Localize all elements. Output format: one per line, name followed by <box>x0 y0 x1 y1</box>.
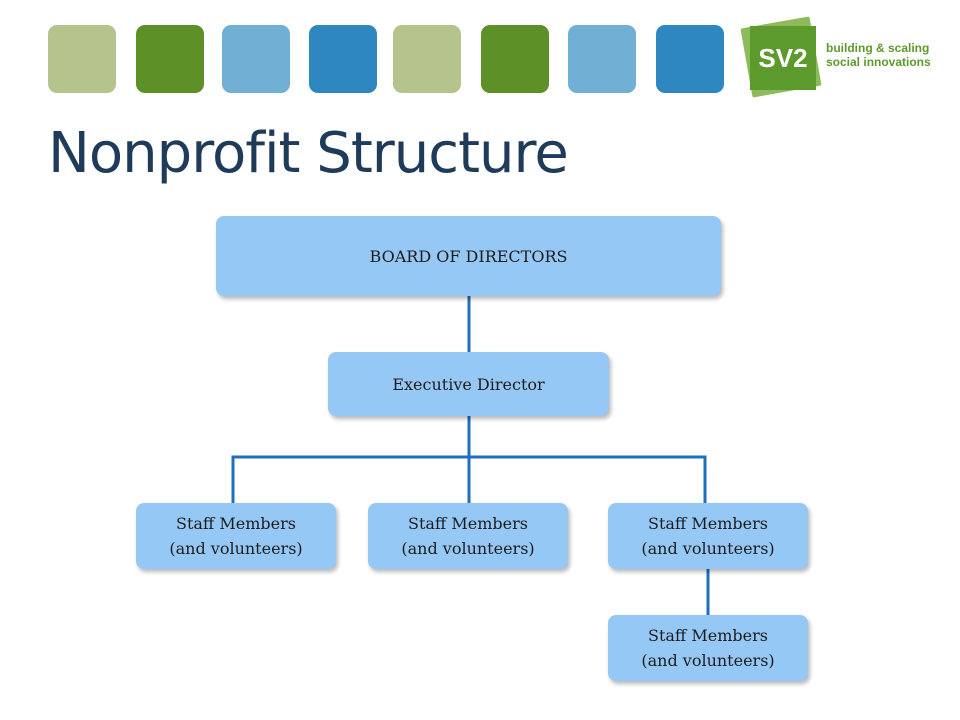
board-of-directors-box: BOARD OF DIRECTORS <box>216 216 721 296</box>
decorative-tile <box>222 25 290 93</box>
staff-volunteers-label: (and volunteers) <box>169 539 303 558</box>
staff-members-box-1: Staff Members (and volunteers) <box>136 503 336 569</box>
logo-tagline-line1: building & scaling <box>826 41 930 55</box>
decorative-tile <box>568 25 636 93</box>
staff-members-box-4: Staff Members (and volunteers) <box>608 615 808 681</box>
sv2-logo: SV2 building & scaling social innovation… <box>740 16 950 98</box>
staff-members-label: Staff Members <box>648 626 768 645</box>
staff-members-label: Staff Members <box>408 514 528 533</box>
logo-mark: SV2 <box>750 26 816 90</box>
decorative-tile <box>136 25 204 93</box>
staff-members-box-2: Staff Members (and volunteers) <box>368 503 568 569</box>
staff-members-label: Staff Members <box>176 514 296 533</box>
logo-tagline: building & scaling social innovations <box>826 41 950 69</box>
staff-volunteers-label: (and volunteers) <box>641 651 775 670</box>
decorative-tile <box>48 25 116 93</box>
staff-members-box-3: Staff Members (and volunteers) <box>608 503 808 569</box>
executive-director-box: Executive Director <box>328 352 609 416</box>
staff-members-label: Staff Members <box>648 514 768 533</box>
decorative-tile <box>481 25 549 93</box>
decorative-tile <box>393 25 461 93</box>
staff-volunteers-label: (and volunteers) <box>641 539 775 558</box>
decorative-tile <box>309 25 377 93</box>
slide-title: Nonprofit Structure <box>48 121 569 186</box>
staff-volunteers-label: (and volunteers) <box>401 539 535 558</box>
board-of-directors-label: BOARD OF DIRECTORS <box>369 246 568 266</box>
logo-tagline-line2: social innovations <box>826 55 931 69</box>
executive-director-label: Executive Director <box>392 374 545 394</box>
decorative-tile <box>656 25 724 93</box>
